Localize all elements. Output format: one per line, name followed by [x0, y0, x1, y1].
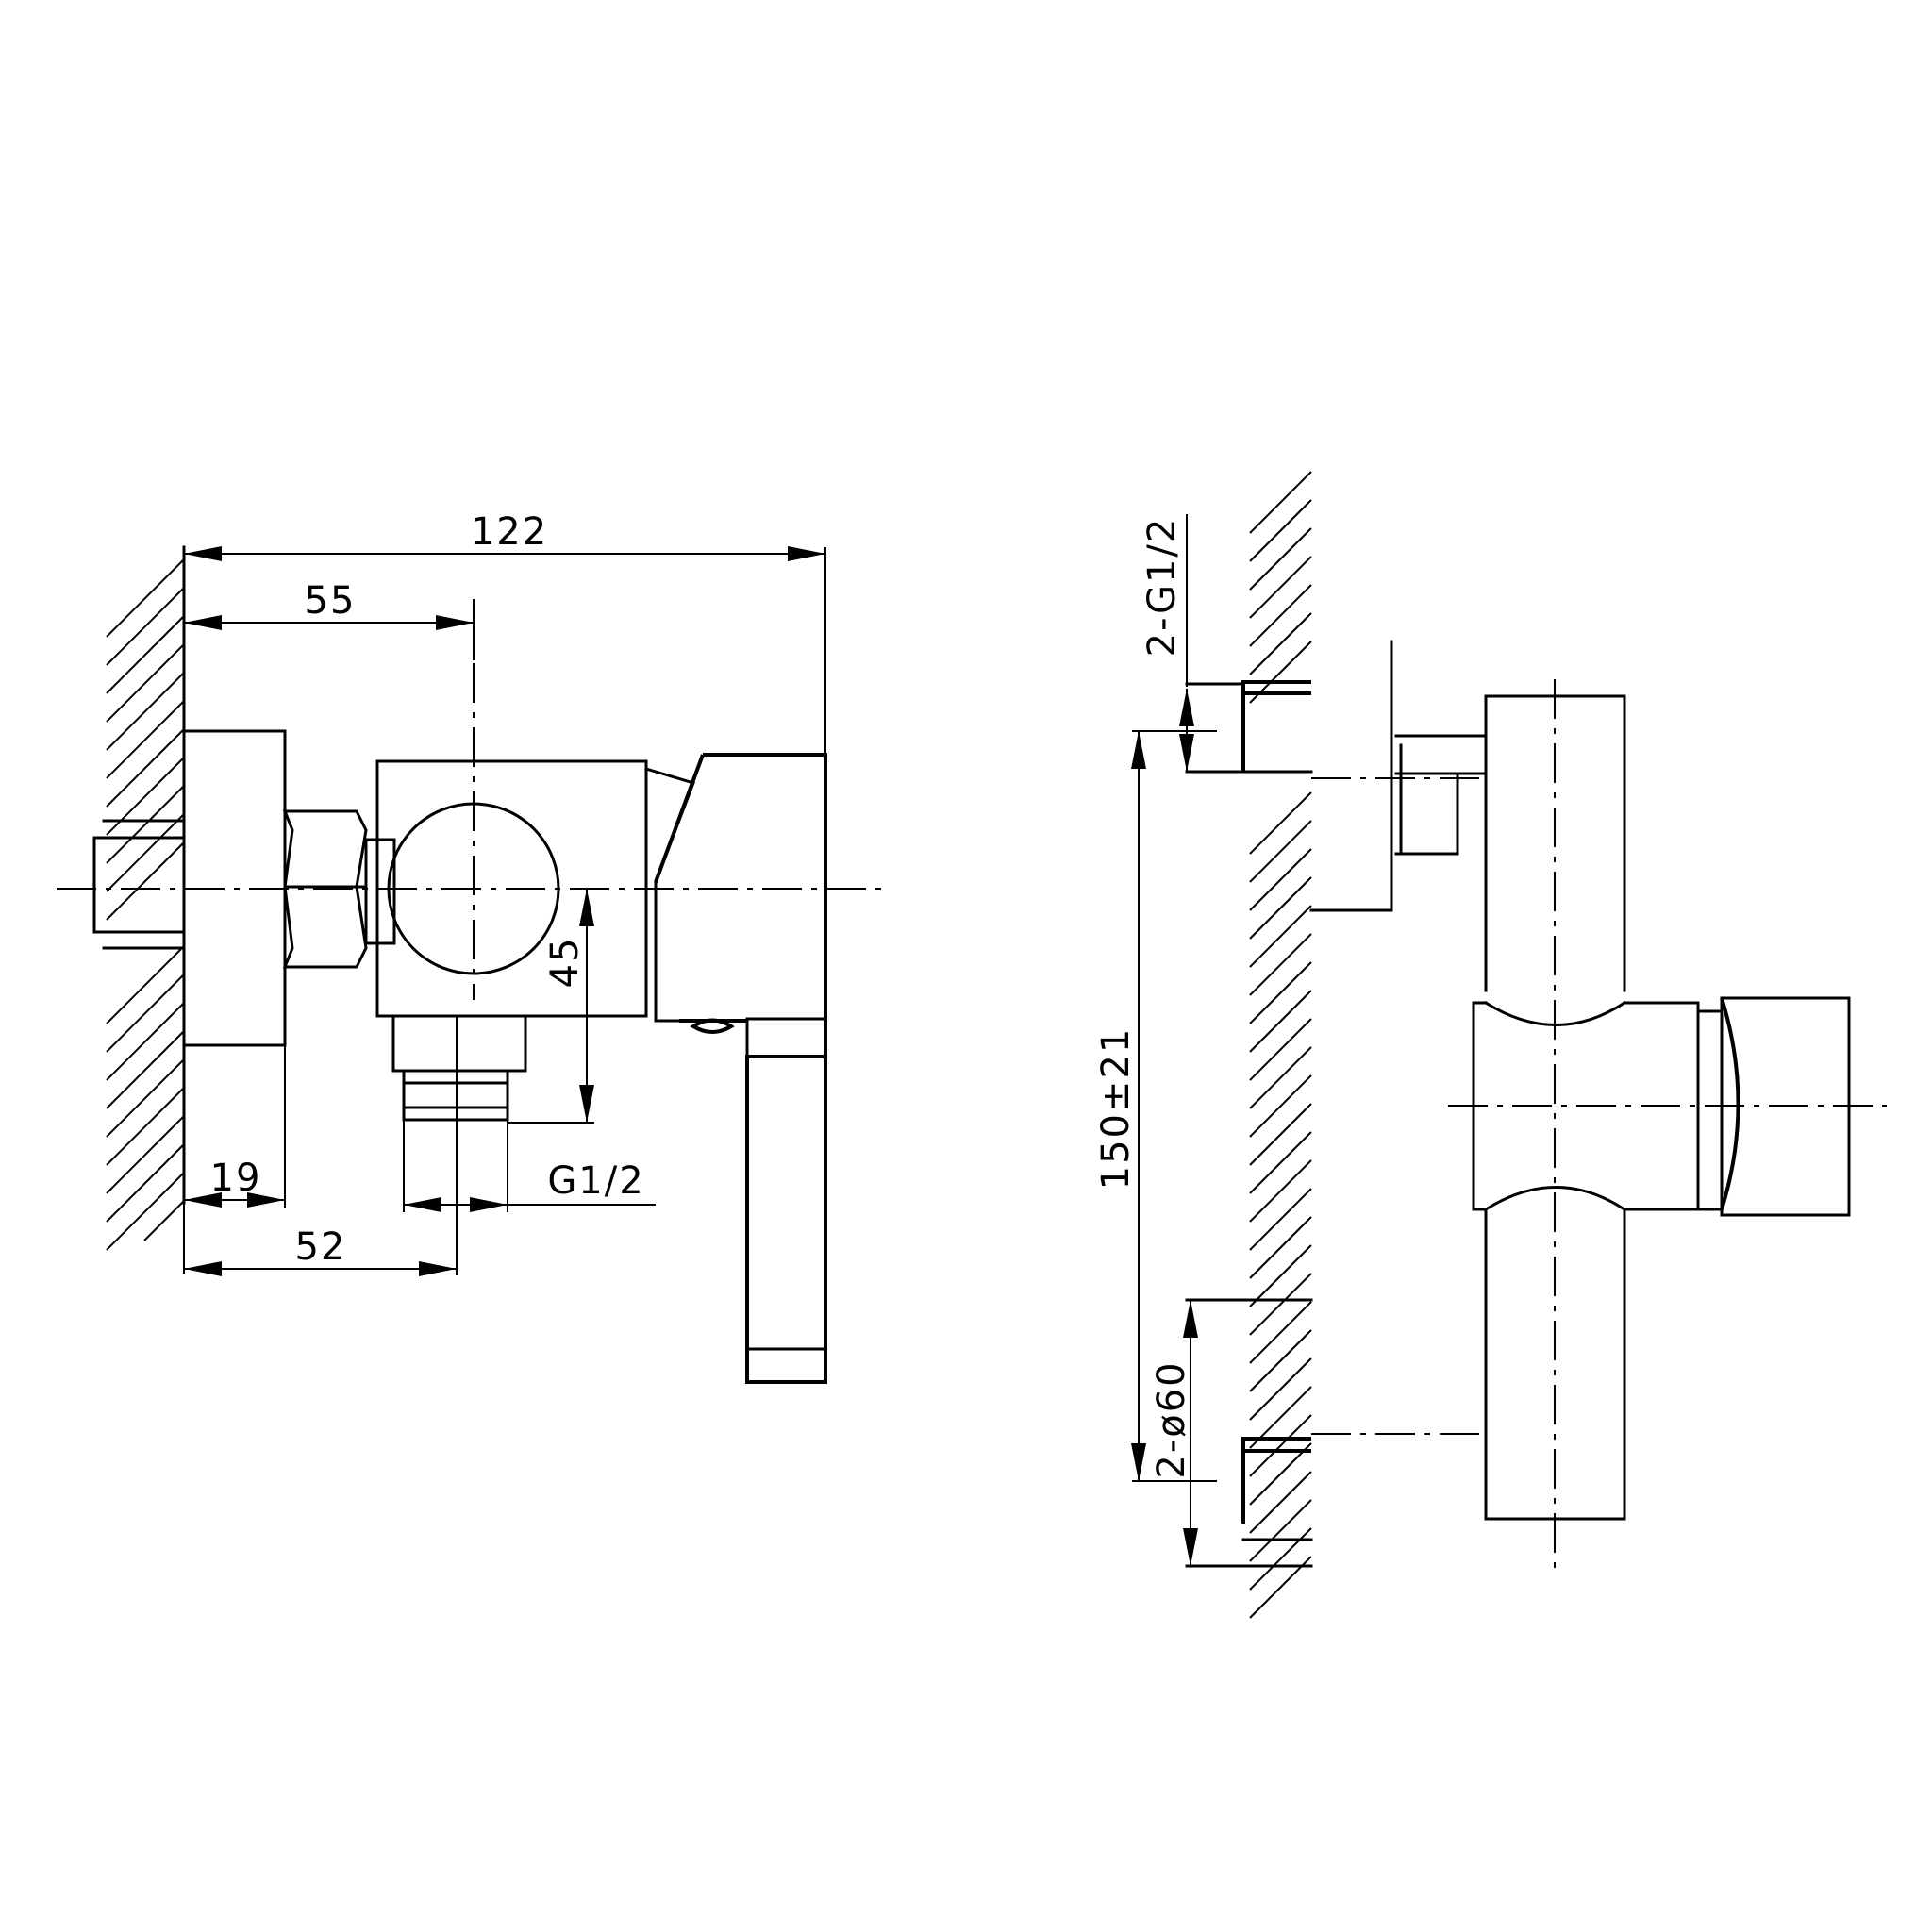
handle-pivot: [690, 1018, 735, 1034]
lever-handle: [654, 753, 827, 1384]
dim-overall-length: 122: [471, 510, 548, 554]
bottom-inlet-pipe: [1241, 1437, 1311, 1524]
dim-outlet-thread: G1/2: [547, 1159, 644, 1203]
side-view: 122 55 45 19 G1/2 52: [57, 510, 887, 1384]
upper-arm: [1484, 694, 1626, 992]
connector-collar: [364, 838, 396, 945]
dim-wall-to-outlet: 52: [295, 1225, 347, 1269]
wall-hatching-left: [106, 558, 185, 1251]
outlet-neck: [391, 1014, 527, 1073]
wall-hatching-right: [1249, 471, 1312, 1619]
dim-flange-thickness: 19: [210, 1157, 262, 1200]
top-connector: [1309, 640, 1393, 912]
top-inlet-pipe: [1241, 680, 1311, 772]
dim-center-distance: 150±21: [1094, 1027, 1138, 1191]
handle-collar: [1696, 1009, 1724, 1211]
front-view: 2-G1/2 150±21 2-ø60: [1094, 471, 1887, 1619]
dim-inlet-thread: 2-G1/2: [1141, 517, 1184, 658]
dim-outlet-height: 45: [543, 937, 587, 989]
dim-flange-diameter: 2-ø60: [1150, 1360, 1193, 1478]
body-transition: [644, 767, 695, 1023]
dim-wall-to-center: 55: [305, 579, 357, 623]
hex-nut: [282, 809, 368, 969]
